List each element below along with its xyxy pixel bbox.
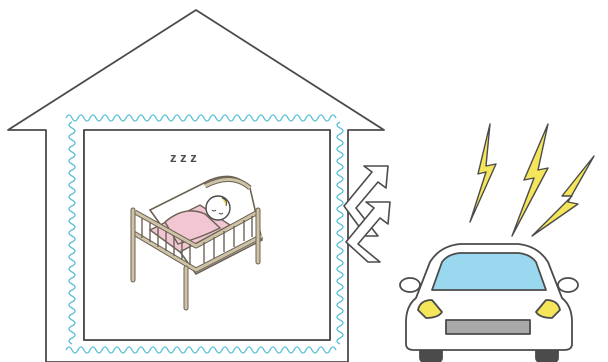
- wavy-border-icon: [65, 114, 344, 354]
- sleep-zzz-text: z z z: [170, 150, 197, 165]
- house-icon: [7, 9, 385, 362]
- car-front-icon: [399, 243, 579, 362]
- sleeping-baby-icon: [130, 175, 264, 311]
- sound-wave-arrows-icon: [343, 165, 391, 263]
- lightning-bolts-icon: [469, 123, 595, 237]
